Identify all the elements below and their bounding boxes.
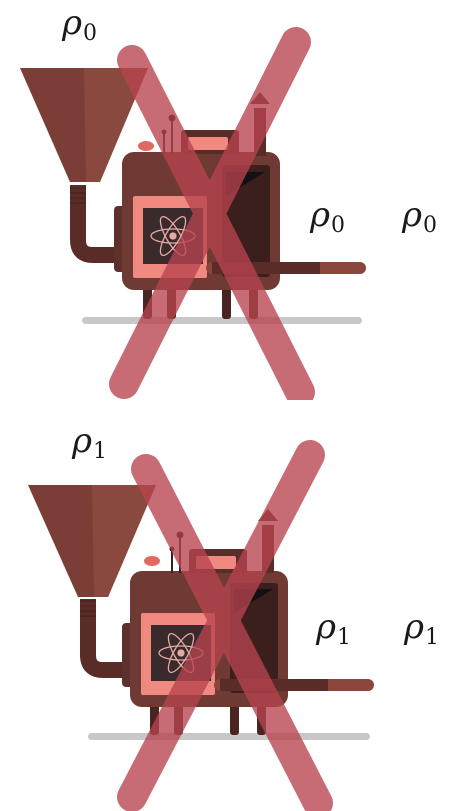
cloning-machine — [0, 411, 462, 811]
floor-line — [82, 317, 362, 324]
floor-line — [88, 733, 370, 740]
cloning-machine — [0, 0, 462, 400]
